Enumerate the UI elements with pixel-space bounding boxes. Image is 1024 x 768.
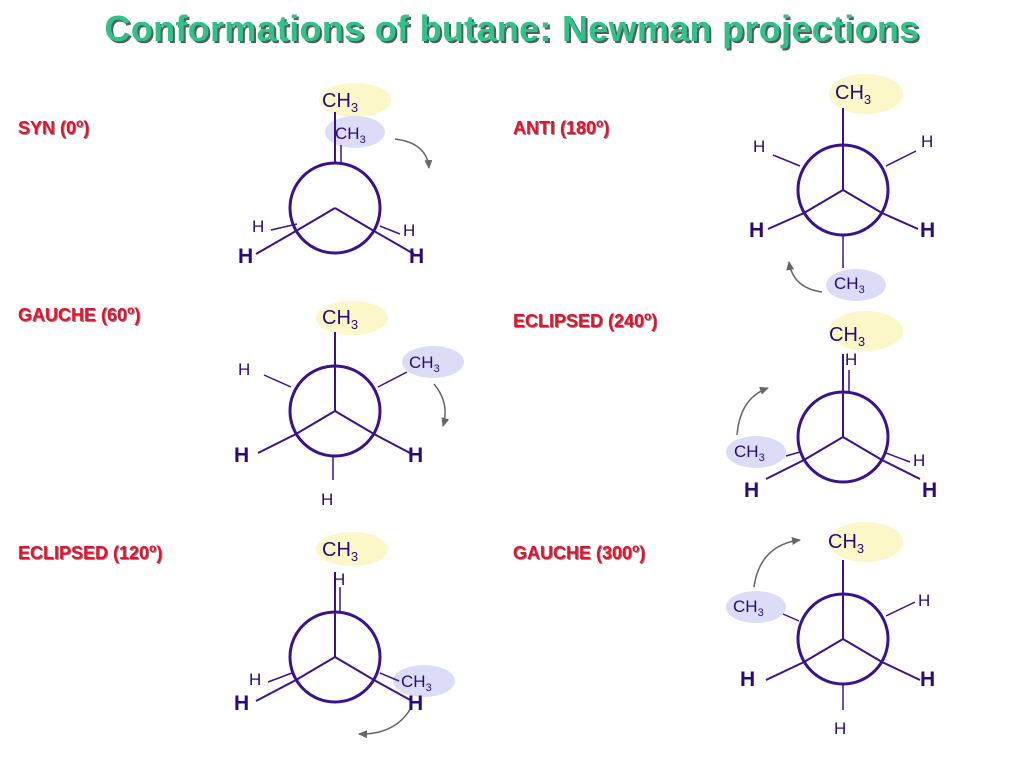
front-ch3: CH3 bbox=[835, 82, 871, 107]
front-h: H bbox=[740, 668, 755, 691]
back-h: H bbox=[753, 137, 765, 156]
front-ch3: CH3 bbox=[828, 531, 864, 556]
front-h: H bbox=[234, 444, 249, 467]
newman-syn: CH3 CH3 H H H H bbox=[238, 83, 433, 268]
back-h: H bbox=[321, 490, 333, 509]
back-h: H bbox=[834, 719, 846, 738]
front-h: H bbox=[408, 692, 423, 715]
front-h: H bbox=[408, 444, 423, 467]
back-h: H bbox=[238, 360, 250, 379]
newman-gauche-60: CH3 CH3 H H H H bbox=[234, 301, 464, 509]
back-h: H bbox=[252, 217, 264, 236]
front-h: H bbox=[749, 219, 764, 242]
rotation-arrow bbox=[394, 138, 433, 169]
rotation-arrow bbox=[786, 261, 823, 293]
label-syn: SYN (0o) bbox=[18, 116, 90, 138]
rotation-arrow bbox=[753, 537, 801, 588]
back-h: H bbox=[249, 670, 261, 689]
back-ch3: CH3 bbox=[834, 274, 865, 296]
label-eclipsed-120: ECLIPSED (120o) bbox=[18, 541, 163, 563]
rotation-arrow bbox=[433, 383, 450, 427]
front-h: H bbox=[238, 245, 253, 268]
newman-eclipsed-120: CH3 H CH3 H H H bbox=[234, 532, 455, 739]
front-h: H bbox=[922, 479, 937, 502]
page-title: Conformations of butane: Newman projecti… bbox=[104, 8, 920, 49]
front-ch3: CH3 bbox=[322, 90, 358, 115]
label-gauche-300: GAUCHE (300o) bbox=[513, 541, 646, 563]
front-ch3: CH3 bbox=[829, 324, 865, 349]
front-h: H bbox=[744, 479, 759, 502]
back-h: H bbox=[918, 591, 930, 610]
back-ch3: CH3 bbox=[734, 442, 765, 464]
back-h: H bbox=[403, 221, 415, 240]
label-gauche-60: GAUCHE (60o) bbox=[18, 303, 141, 325]
back-ch3: CH3 bbox=[733, 597, 764, 619]
label-eclipsed-240: ECLIPSED (240o) bbox=[513, 309, 658, 331]
label-anti: ANTI (180o) bbox=[513, 116, 610, 138]
front-ch3: CH3 bbox=[322, 539, 358, 564]
back-ch3: CH3 bbox=[335, 124, 366, 146]
front-h: H bbox=[409, 245, 424, 268]
back-h: H bbox=[333, 570, 345, 589]
front-h: H bbox=[234, 692, 249, 715]
back-h: H bbox=[921, 132, 933, 151]
newman-anti: CH3 CH3 H H H H bbox=[749, 74, 935, 301]
newman-gauche-300: CH3 CH3 H H H H bbox=[726, 522, 935, 738]
front-ch3: CH3 bbox=[322, 307, 358, 332]
rotation-arrow bbox=[736, 386, 769, 436]
back-ch3: CH3 bbox=[401, 672, 432, 694]
front-h: H bbox=[920, 668, 935, 691]
back-h: H bbox=[913, 451, 925, 470]
rotation-arrow bbox=[358, 707, 412, 739]
back-ch3: CH3 bbox=[409, 353, 440, 375]
back-h: H bbox=[845, 350, 857, 369]
front-h: H bbox=[920, 219, 935, 242]
newman-eclipsed-240: CH3 H CH3 H H H bbox=[726, 311, 937, 502]
